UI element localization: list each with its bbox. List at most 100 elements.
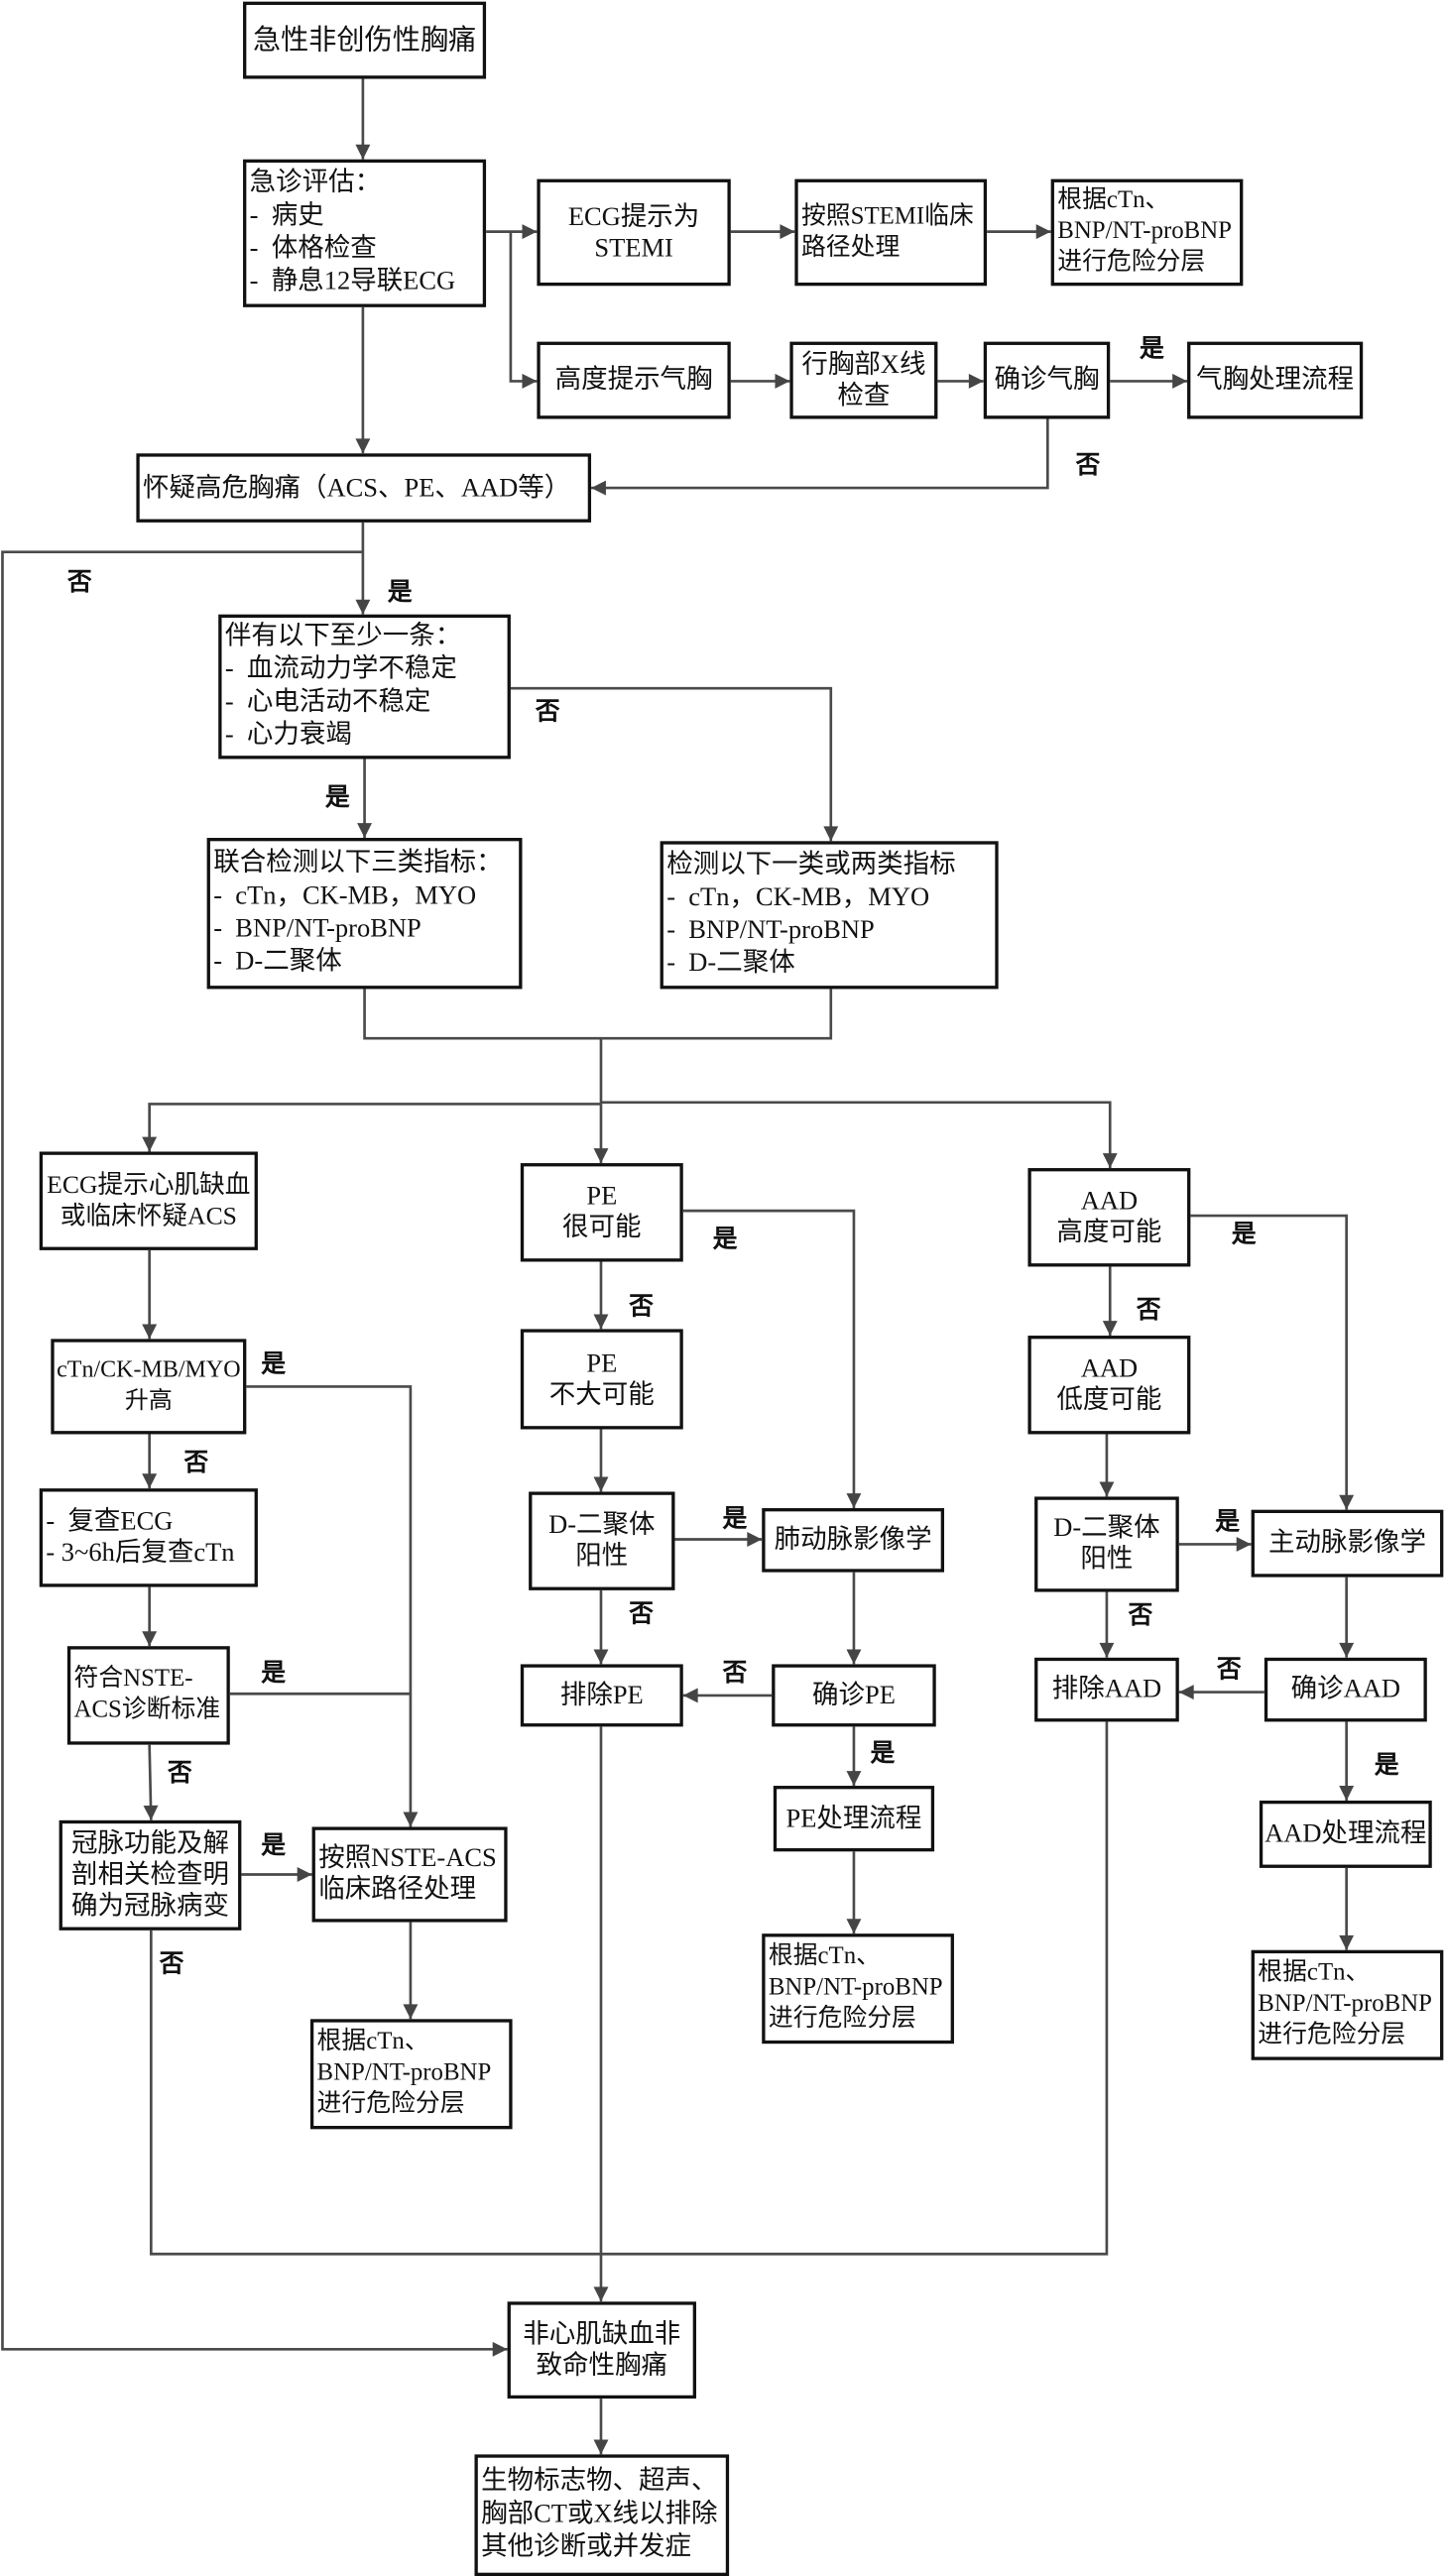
node-text-line: D-二聚体 — [1053, 1514, 1160, 1543]
edge-label-pneumo-confirm-no: 否 — [1075, 449, 1101, 480]
node-risk-pe: 根据cTn、 BNP/NT-proBNP 进行危险分层 — [762, 1933, 954, 2045]
node-text-line: AAD — [1080, 1354, 1139, 1384]
node-text-line: 不大可能 — [548, 1380, 655, 1409]
node-pneumo-path: 气胸处理流程 — [1187, 341, 1364, 419]
connector-markers-yes — [246, 1385, 419, 1827]
edge-label-aad-high-yes: 是 — [1231, 1219, 1257, 1249]
node-text-line: AAD — [1080, 1187, 1139, 1217]
node-high-risk: 怀疑高危胸痛（ACS、PE、AAD等） — [136, 453, 592, 523]
node-text-line: BNP/NT-proBNP — [768, 1974, 943, 2002]
node-risk-aad: 根据cTn、 BNP/NT-proBNP 进行危险分层 — [1251, 1949, 1444, 2060]
node-text-line: 确诊气胸 — [994, 366, 1100, 395]
node-text-line: STEMI — [594, 234, 673, 263]
node-aad-excluded: 排除AAD — [1034, 1657, 1179, 1722]
node-text-line: BNP/NT-proBNP — [316, 2059, 492, 2087]
node-text-line: 联合检测以下三类指标： — [213, 849, 503, 878]
node-aad-path: AAD处理流程 — [1259, 1800, 1432, 1868]
node-pe-unlikely: PE 不大可能 — [520, 1329, 683, 1430]
edge-label-pe-confirm-yes: 是 — [870, 1737, 896, 1768]
node-text-line: AAD处理流程 — [1264, 1819, 1427, 1849]
node-text-line: 剖相关检查明 — [70, 1861, 229, 1890]
edge-label-aad-ddimer-no: 否 — [1128, 1599, 1153, 1630]
node-nste-path: 按照NSTE-ACS 临床路径处理 — [311, 1826, 508, 1923]
node-risk-acs: 根据cTn、 BNP/NT-proBNP 进行危险分层 — [309, 2019, 513, 2130]
node-text-line: ECG提示为 — [567, 202, 700, 231]
node-aad-high: AAD 高度可能 — [1027, 1168, 1191, 1267]
edge-label-high-risk-no: 否 — [66, 566, 92, 597]
node-aad-ddimer: D-二聚体 阳性 — [1034, 1496, 1179, 1592]
node-markers-up: cTn/CK-MB/MYO 升高 — [51, 1339, 247, 1435]
node-text-line: 主动脉影像学 — [1267, 1529, 1426, 1558]
node-text-line: - 心力衰竭 — [224, 721, 352, 750]
edge-label-pe-likely-yes: 是 — [712, 1224, 738, 1254]
node-text-line: - 复查ECG — [46, 1508, 174, 1537]
node-text-line: 阳性 — [1080, 1546, 1134, 1575]
node-chest-xray: 行胸部X线 检查 — [789, 341, 938, 419]
node-text-line: 符合NSTE- — [73, 1666, 193, 1693]
node-text-line: 低度可能 — [1056, 1386, 1162, 1415]
node-pe-ddimer: D-二聚体 阳性 — [529, 1491, 675, 1590]
node-text-line: 检查 — [837, 382, 891, 410]
node-text-line: 确为冠脉病变 — [70, 1892, 229, 1921]
node-stemi-path: 按照STEMI临床 路径处理 — [794, 178, 988, 287]
node-text-line: ACS诊断标准 — [73, 1697, 221, 1724]
edge-label-nste-criteria-no: 否 — [167, 1757, 192, 1788]
connector-pe-likely-yes — [682, 1209, 862, 1509]
node-text-line: 按照NSTE-ACS — [318, 1844, 497, 1873]
node-text-line: - D-二聚体 — [213, 948, 342, 977]
node-text-line: - 病史 — [249, 201, 324, 230]
node-text-line: 排除AAD — [1051, 1676, 1162, 1704]
node-pe-likely: PE 很可能 — [520, 1163, 683, 1262]
edge-label-aad-high-no: 否 — [1136, 1294, 1161, 1325]
connector-nste-criteria-no — [143, 1744, 159, 1820]
node-text-line: D-二聚体 — [548, 1511, 656, 1540]
node-text-line: ECG提示心肌缺血 — [47, 1171, 251, 1200]
node-followup: 生物标志物、超声、 胸部CT或X线以排除 其他诊断或并发症 — [474, 2454, 730, 2576]
node-text-line: 确诊AAD — [1290, 1676, 1401, 1704]
node-text-line: 检测以下一类或两类指标 — [666, 851, 956, 879]
node-text-line: 或临床怀疑ACS — [60, 1202, 237, 1231]
node-text-line: - 静息12导联ECG — [249, 268, 456, 296]
node-aad-confirm: 确诊AAD — [1264, 1657, 1427, 1722]
connector-aad-high-yes — [1190, 1214, 1355, 1510]
edge-label-markers-no: 否 — [183, 1447, 209, 1477]
node-aad-imaging: 主动脉影像学 — [1251, 1509, 1444, 1578]
node-text-line: - BNP/NT-proBNP — [213, 914, 421, 944]
edge-label-pe-ddimer-no: 否 — [629, 1598, 654, 1628]
node-text-line: 其他诊断或并发症 — [481, 2532, 692, 2562]
connector-aad-excluded-to-non-fatal — [600, 1721, 1109, 2256]
node-aad-low: AAD 低度可能 — [1027, 1336, 1191, 1435]
node-text-line: 伴有以下至少一条： — [224, 622, 462, 651]
node-text-line: 怀疑高危胸痛（ACS、PE、AAD等） — [143, 474, 571, 503]
node-text-line: 肺动脉影像学 — [774, 1526, 932, 1555]
node-text-line: 非心肌缺血非 — [523, 2320, 681, 2349]
connector-eval-to-pneumo-suspect — [509, 231, 538, 389]
edge-label-coronary-no: 否 — [159, 1948, 184, 1978]
edge-label-high-risk-yes: 是 — [387, 576, 413, 607]
node-text-line: 进行危险分层 — [1258, 2022, 1406, 2049]
node-risk-stemi: 根据cTn、 BNP/NT-proBNP 进行危险分层 — [1050, 178, 1244, 287]
node-text-line: BNP/NT-proBNP — [1258, 1991, 1432, 2018]
connector-high-risk-no — [1, 550, 508, 2357]
node-pneumo-suspect: 高度提示气胸 — [537, 341, 731, 419]
node-text-line: 按照STEMI临床 — [800, 202, 974, 230]
edge-label-pneumo-confirm-yes: 是 — [1140, 333, 1164, 364]
node-partial-test: 检测以下一类或两类指标 - cTn，CK-MB，MYO - BNP/NT-pro… — [660, 841, 999, 990]
node-text-line: 急性非创伤性胸痛 — [252, 24, 477, 57]
node-text-line: - cTn，CK-MB，MYO — [213, 881, 477, 910]
node-pe-path: PE处理流程 — [773, 1786, 935, 1852]
node-text-line: 进行危险分层 — [316, 2091, 465, 2118]
node-text-line: - 心电活动不稳定 — [224, 688, 431, 717]
node-text-line: 阳性 — [575, 1542, 629, 1571]
edge-label-nste-criteria-yes: 是 — [261, 1657, 287, 1688]
node-combined-test: 联合检测以下三类指标： - cTn，CK-MB，MYO - BNP/NT-pro… — [206, 838, 523, 990]
node-text-line: PE处理流程 — [785, 1805, 922, 1833]
connector-pneumo-confirm-no — [591, 418, 1049, 496]
node-text-line: - 3~6h后复查cTn — [46, 1539, 235, 1568]
node-text-line: 进行危险分层 — [1057, 249, 1206, 277]
edge-label-coronary-yes: 是 — [261, 1829, 287, 1860]
node-pe-excluded: 排除PE — [520, 1664, 683, 1727]
connector-coronary-no — [149, 1930, 601, 2256]
node-text-line: 临床路径处理 — [318, 1876, 477, 1905]
node-text-line: 路径处理 — [800, 234, 901, 261]
